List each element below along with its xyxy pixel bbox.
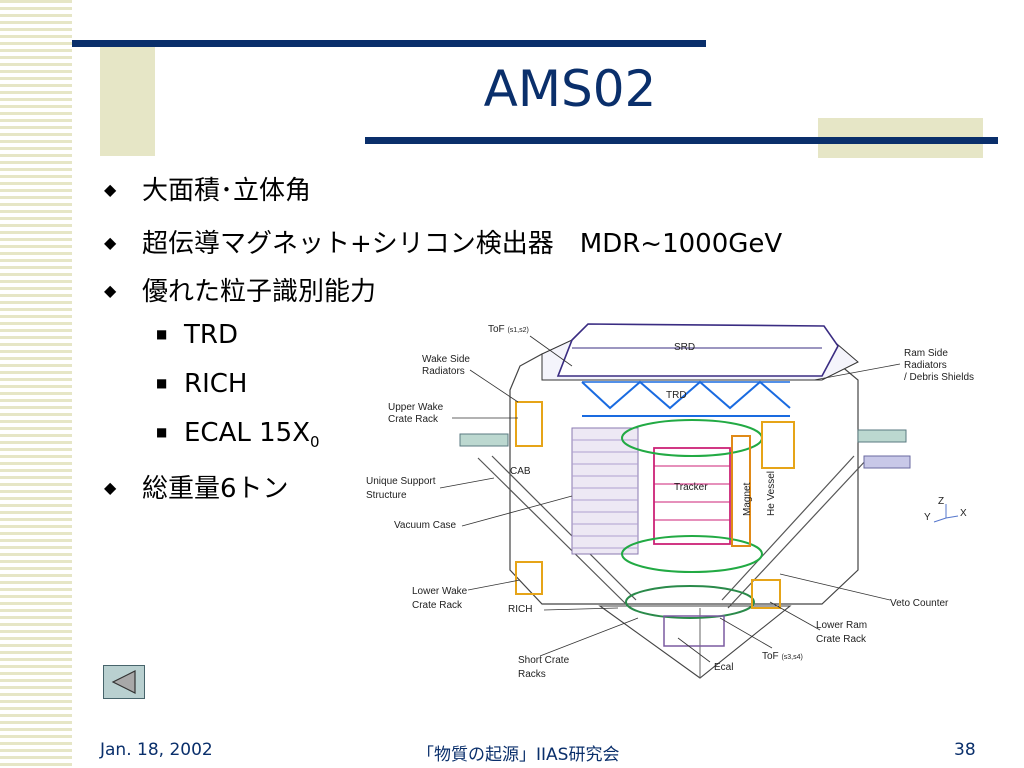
decorative-stripes <box>0 0 72 768</box>
bullet-text: 大面積･立体角 <box>142 176 312 206</box>
label-tracker: Tracker <box>674 482 708 493</box>
ams-detector-diagram: ToF (s1,s2) SRD TRD Wake Side Radiators … <box>366 323 974 680</box>
sub-bullet-marker: ■ <box>156 327 168 341</box>
trd-frame <box>581 380 791 417</box>
bullet-text: 超伝導マグネット+シリコン検出器 MDR~1000GeV <box>142 229 783 259</box>
label-trd: TRD <box>666 390 687 401</box>
label-tof-bottom: ToF (s3,s4) <box>762 651 803 662</box>
label-lower-wake-2: Crate Rack <box>412 600 463 611</box>
bullet-marker: ◆ <box>104 233 117 252</box>
bullet-item: ◆ 優れた粒子識別能力 <box>104 271 376 308</box>
label-cab: CAB <box>510 466 531 477</box>
sub-bullet-text: ECAL 15X <box>184 418 311 448</box>
back-arrow-icon <box>111 670 136 694</box>
axis-z-label: Z <box>938 496 944 507</box>
sub-bullet-item: ■ TRD <box>156 320 238 350</box>
label-unique-support-1: Unique Support <box>366 476 436 487</box>
sub-bullet-text: RICH <box>184 369 248 399</box>
decorative-block-top <box>100 46 155 156</box>
bullet-marker: ◆ <box>104 281 117 300</box>
label-tof-top: ToF (s1,s2) <box>488 324 529 335</box>
label-rich: RICH <box>508 604 532 615</box>
footer-title: 「物質の起源」IIAS研究会 <box>417 745 620 765</box>
sub-bullet-marker: ■ <box>156 376 168 390</box>
vacuum-case <box>571 427 639 555</box>
sub-bullet-item: ■ RICH <box>156 369 247 399</box>
rich-ecal <box>625 585 755 647</box>
label-magnet: Magnet <box>742 482 753 516</box>
bullet-marker: ◆ <box>104 180 117 199</box>
decorative-bar-top <box>72 40 706 47</box>
label-ram-side-3: / Debris Shields <box>904 372 974 383</box>
sub-bullet-marker: ■ <box>156 425 168 439</box>
crate-racks <box>459 401 911 609</box>
label-vacuum-case: Vacuum Case <box>394 520 457 531</box>
label-short-crate-2: Racks <box>518 669 546 680</box>
support-structure <box>477 323 869 679</box>
leader-lines <box>439 335 901 663</box>
label-lower-ram-1: Lower Ram <box>816 620 867 631</box>
label-srd: SRD <box>674 342 695 353</box>
label-ecal: Ecal <box>714 662 733 673</box>
label-lower-wake-1: Lower Wake <box>412 586 468 597</box>
label-veto: Veto Counter <box>890 598 949 609</box>
diagram-labels: ToF (s1,s2) SRD TRD Wake Side Radiators … <box>366 324 974 680</box>
axis-y-label: Y <box>924 512 931 523</box>
subscript: 0 <box>310 433 320 452</box>
bullet-marker: ◆ <box>104 478 117 497</box>
axis-triad <box>933 504 959 523</box>
bullet-text: 優れた粒子識別能力 <box>142 277 377 307</box>
label-wake-side-1: Wake Side <box>422 354 470 365</box>
label-upper-wake-1: Upper Wake <box>388 402 444 413</box>
bullet-item: ◆ 総重量6トン <box>104 468 289 505</box>
label-he-vessel: He Vessel <box>766 471 777 516</box>
bullet-item: ◆ 大面積･立体角 <box>104 170 311 207</box>
bullet-item: ◆ 超伝導マグネット+シリコン検出器 MDR~1000GeV <box>104 223 782 260</box>
page-number: 38 <box>954 740 976 760</box>
decorative-bar-bottom <box>365 137 998 144</box>
label-short-crate-1: Short Crate <box>518 655 570 666</box>
label-ram-side-1: Ram Side <box>904 348 948 359</box>
bullet-text: 総重量6トン <box>142 474 289 504</box>
label-unique-support-2: Structure <box>366 490 407 501</box>
label-wake-side-2: Radiators <box>422 366 465 377</box>
slide-title: AMS02 <box>483 60 657 118</box>
label-ram-side-2: Radiators <box>904 360 947 371</box>
back-button[interactable] <box>103 665 145 699</box>
sub-bullet-text: TRD <box>184 320 238 350</box>
axis-x-label: X <box>960 508 967 519</box>
label-lower-ram-2: Crate Rack <box>816 634 867 645</box>
sub-bullet-item: ■ ECAL 15X0 <box>156 418 320 451</box>
label-upper-wake-2: Crate Rack <box>388 414 439 425</box>
footer-date: Jan. 18, 2002 <box>100 740 213 760</box>
